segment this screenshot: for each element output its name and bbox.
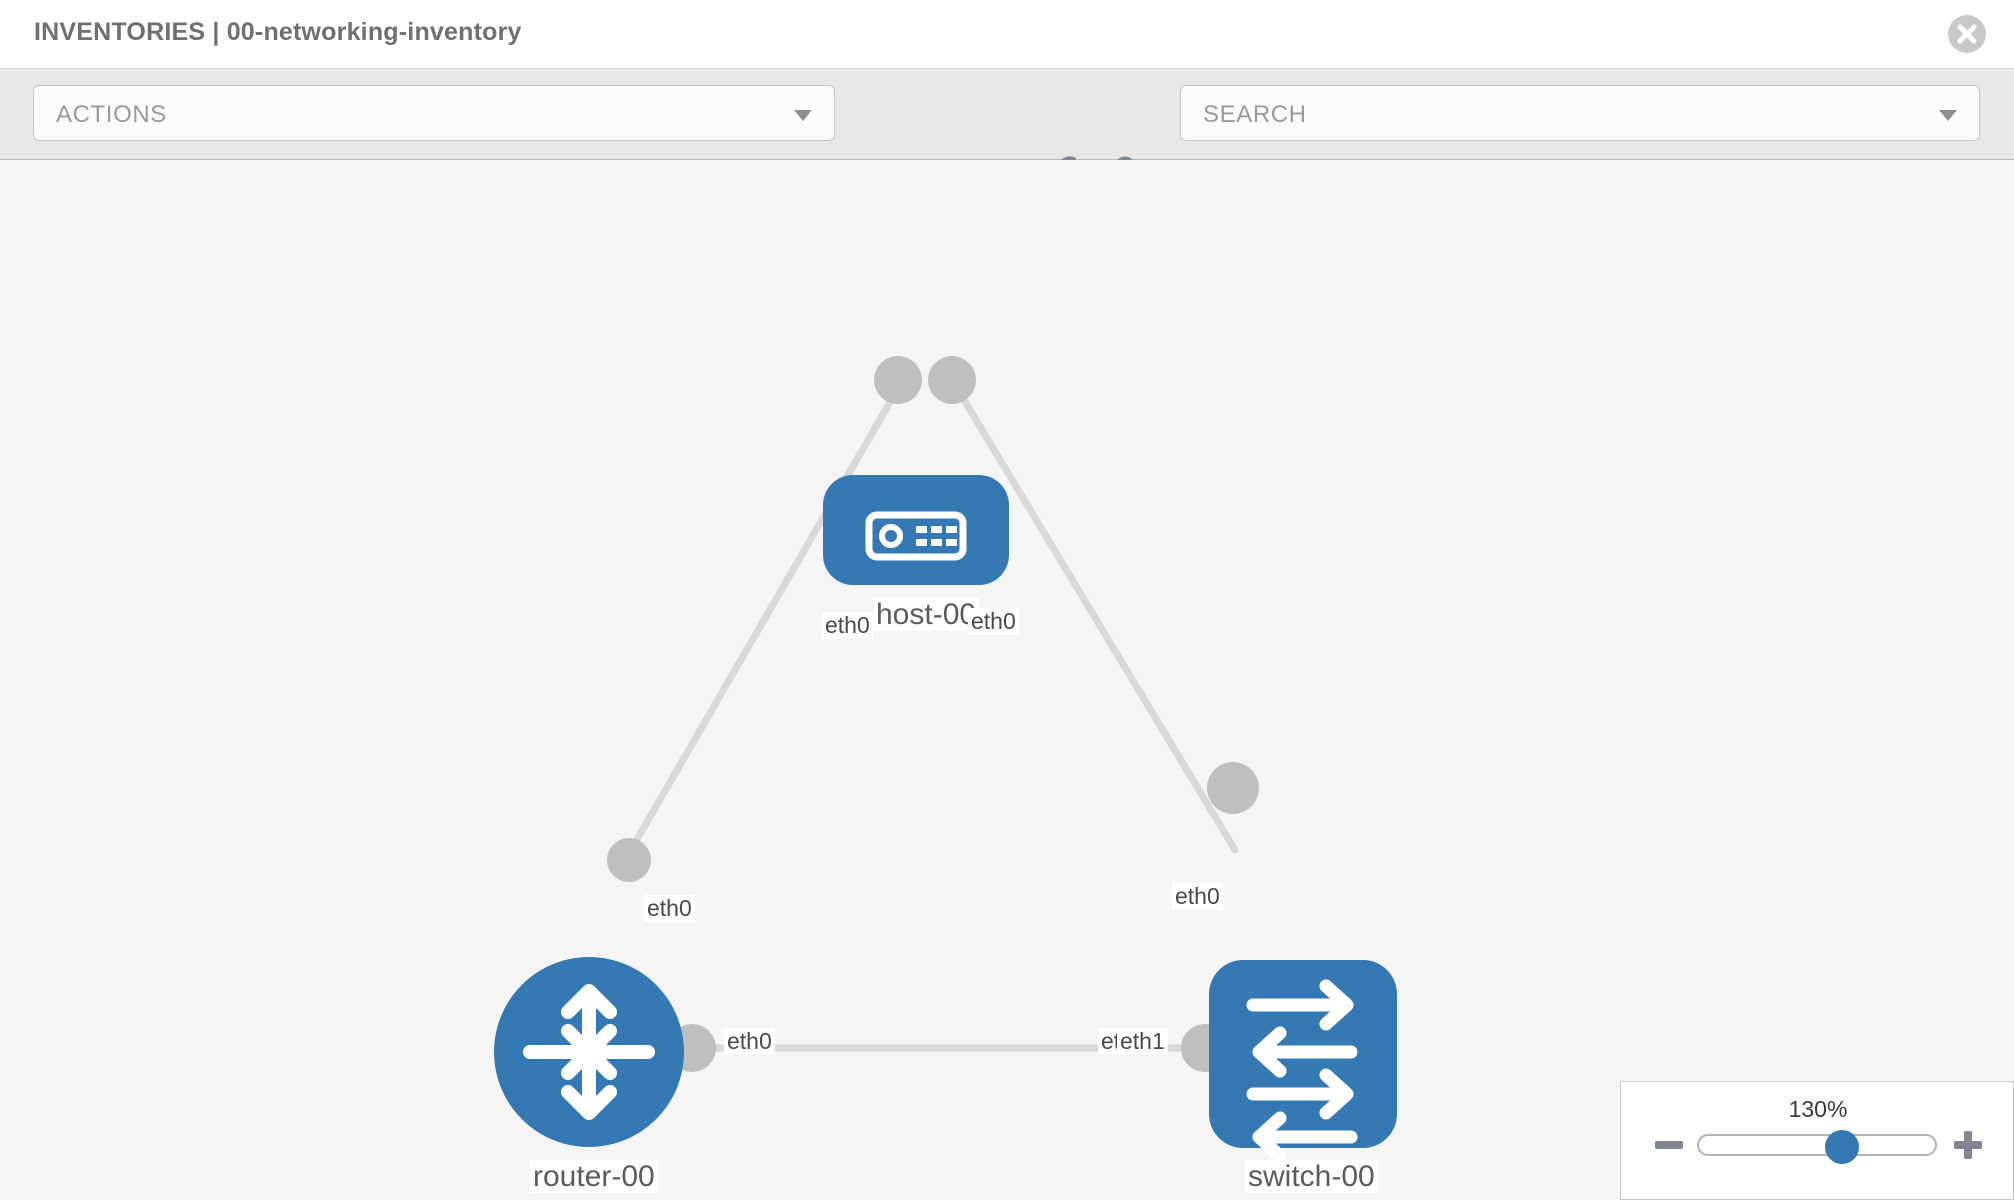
endpoint-host-left xyxy=(874,356,922,404)
actions-dropdown-label: ACTIONS xyxy=(56,101,167,128)
chevron-down-icon xyxy=(794,110,812,121)
chevron-down-icon[interactable] xyxy=(1939,110,1957,121)
edge-label-switch-eth1: eth1 xyxy=(1117,1028,1168,1056)
node-label-switch: switch-00 xyxy=(1245,1160,1378,1193)
edge-label-host-eth0-right: eth0 xyxy=(968,608,1019,636)
edge-label-router-eth0: eth0 xyxy=(644,895,695,923)
zoom-slider[interactable] xyxy=(1697,1130,1937,1164)
node-switch-00[interactable] xyxy=(1209,960,1397,1163)
topology-canvas[interactable]: host-00 router-00 switch-00 eth0 eth0 et… xyxy=(0,160,2014,1200)
edge-label-host-eth0-left: eth0 xyxy=(822,612,873,640)
edge-label-switch-eth0: eth0 xyxy=(1172,883,1223,911)
minus-icon[interactable] xyxy=(1652,1128,1686,1162)
topology-graph xyxy=(494,356,1397,1163)
zoom-slider-thumb[interactable] xyxy=(1825,1130,1859,1164)
endpoint-router-north xyxy=(607,838,651,882)
endpoint-host-right xyxy=(928,356,976,404)
zoom-level-value: 130% xyxy=(1788,1096,1848,1122)
zoom-control-panel: 130% xyxy=(1620,1081,2014,1200)
search-input[interactable]: SEARCH xyxy=(1180,85,1980,141)
search-placeholder: SEARCH xyxy=(1203,101,1307,128)
title-bar: INVENTORIES | 00-networking-inventory xyxy=(0,0,2014,69)
toolbar: ACTIONS SEARCH xyxy=(0,69,2014,193)
close-icon[interactable] xyxy=(1948,15,1986,53)
node-label-host: host-00 xyxy=(873,598,980,631)
edge-label-router-eth0-east: eth0 xyxy=(724,1028,775,1056)
plus-icon[interactable] xyxy=(1951,1128,1985,1162)
node-router-00[interactable] xyxy=(494,957,684,1147)
actions-dropdown[interactable]: ACTIONS xyxy=(33,85,835,141)
edge-host-switch xyxy=(951,381,1239,854)
edge-host-router xyxy=(621,381,904,864)
page-title: INVENTORIES | 00-networking-inventory xyxy=(34,18,522,46)
endpoint-switch-north xyxy=(1207,762,1259,814)
node-label-router: router-00 xyxy=(530,1160,658,1193)
node-host-00[interactable] xyxy=(823,475,1009,585)
